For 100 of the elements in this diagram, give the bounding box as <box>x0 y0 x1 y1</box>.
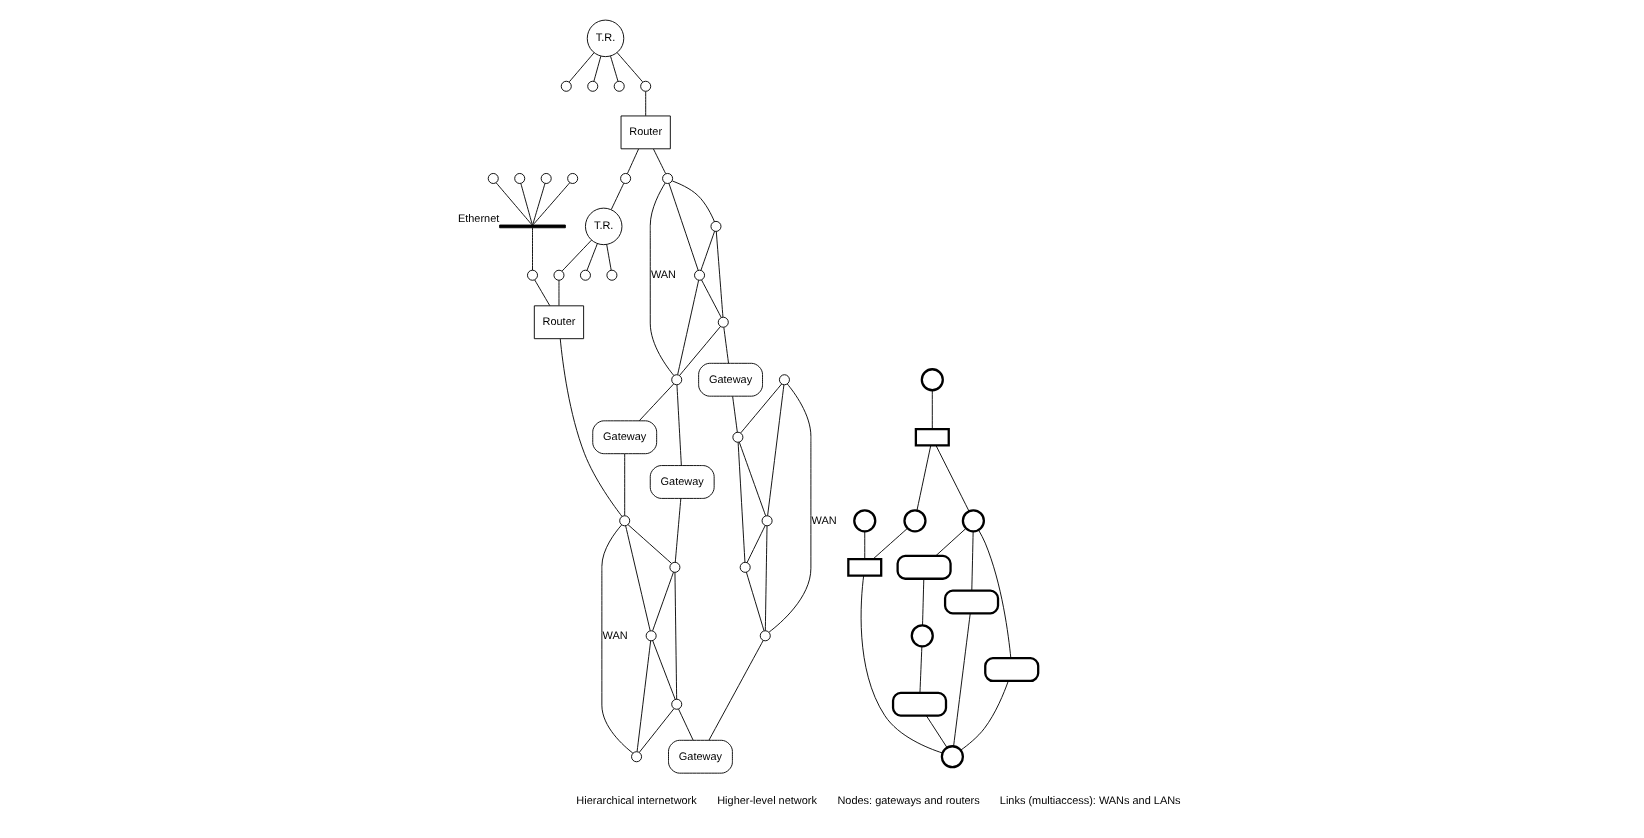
node-circle <box>960 509 984 533</box>
connector <box>531 182 570 226</box>
connector <box>557 279 559 306</box>
node-circle <box>552 269 564 281</box>
connector <box>722 327 728 364</box>
node-circle <box>902 509 926 533</box>
node-circle <box>612 80 624 92</box>
connector <box>651 640 675 700</box>
node-circle <box>716 316 728 328</box>
connector <box>637 708 674 753</box>
node-circle <box>852 509 876 533</box>
connector <box>651 571 673 632</box>
node-circle <box>644 630 656 642</box>
connector <box>700 279 721 318</box>
connector <box>560 239 591 272</box>
node-circle <box>513 173 525 184</box>
connector <box>609 182 624 210</box>
connector <box>558 338 622 517</box>
connector <box>675 384 681 466</box>
connector <box>745 525 765 564</box>
connector <box>673 498 681 563</box>
connector <box>736 441 745 563</box>
node-circle <box>586 80 598 92</box>
node-circle <box>760 515 772 527</box>
connector <box>678 326 720 376</box>
node-circle <box>709 220 721 232</box>
node-circle <box>909 624 933 648</box>
connector <box>921 578 924 626</box>
node-circle <box>738 561 750 573</box>
connector <box>667 183 698 271</box>
connector <box>699 230 715 271</box>
node-circle <box>486 173 498 184</box>
connector <box>670 180 714 222</box>
connector <box>714 231 723 318</box>
connector <box>739 383 782 434</box>
node-circle <box>919 368 943 392</box>
connector <box>652 148 666 174</box>
connector <box>918 646 922 694</box>
connector <box>970 530 973 591</box>
connector <box>930 389 932 430</box>
node-circle <box>630 751 642 763</box>
connector <box>623 453 625 516</box>
node-circle <box>777 374 789 386</box>
node-circle <box>639 80 651 92</box>
connector <box>626 524 671 564</box>
connector <box>952 613 970 747</box>
connector <box>731 396 737 433</box>
connector <box>494 182 532 226</box>
connector <box>763 525 767 632</box>
connector <box>626 148 638 174</box>
connector <box>673 571 677 700</box>
connector <box>624 525 650 632</box>
connector <box>637 383 674 422</box>
node-circle <box>619 173 631 184</box>
connector <box>609 55 618 82</box>
connector <box>934 528 966 557</box>
connector <box>871 527 907 560</box>
connector <box>925 715 947 748</box>
connector <box>585 243 597 271</box>
connector <box>531 183 545 226</box>
node-circle <box>758 630 770 642</box>
node-circle <box>566 173 578 184</box>
node-circle <box>526 269 537 281</box>
node-circle <box>578 269 590 281</box>
connector <box>766 384 784 517</box>
connector <box>635 640 651 752</box>
connector <box>767 383 811 633</box>
node-circle <box>618 515 630 527</box>
connector <box>915 445 931 511</box>
node-circle <box>670 374 682 386</box>
connector <box>934 445 969 512</box>
connector <box>737 441 766 517</box>
connector <box>644 91 646 117</box>
connector <box>859 575 942 754</box>
connector <box>648 182 674 377</box>
connector <box>959 680 1008 751</box>
connector <box>677 708 693 741</box>
connector <box>567 52 594 83</box>
connector <box>977 529 1011 659</box>
connector <box>744 571 764 632</box>
node-oval <box>895 554 951 580</box>
node-oval <box>983 657 1039 683</box>
connector <box>519 183 532 226</box>
node-circle <box>668 561 680 573</box>
connector <box>615 52 642 83</box>
connector <box>863 531 865 560</box>
connector <box>533 279 550 307</box>
connector <box>592 55 601 82</box>
connector <box>707 639 763 741</box>
node-circle <box>939 745 964 769</box>
node-circle <box>693 269 704 281</box>
node-circle <box>559 80 571 92</box>
connector <box>600 524 633 754</box>
node-box <box>913 427 949 447</box>
node-circle <box>661 173 673 184</box>
connector <box>676 279 699 375</box>
connector <box>531 227 532 271</box>
node-bar <box>498 224 565 229</box>
node-oval <box>890 691 947 717</box>
node-circle <box>539 173 551 184</box>
